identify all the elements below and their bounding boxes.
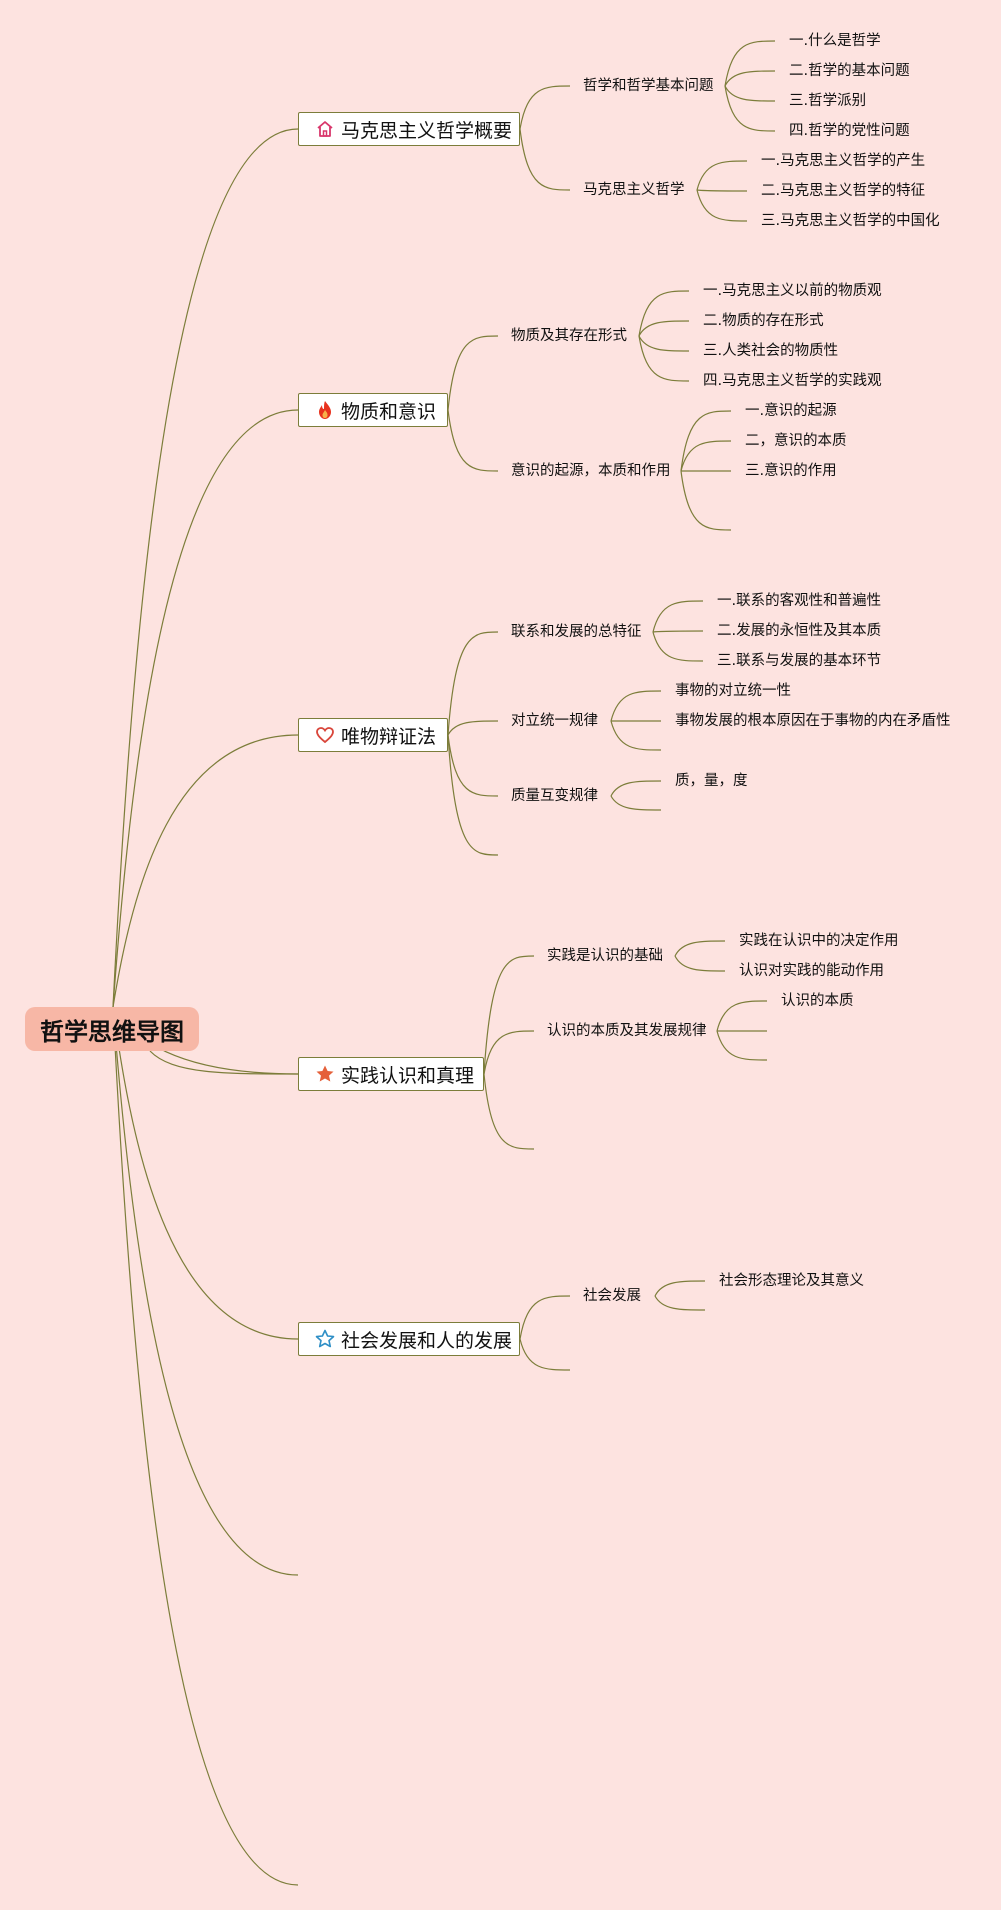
root-branch-line [112,128,299,1008]
star-filled-icon [315,1064,335,1084]
leaf-line [724,70,776,87]
subtopic-label[interactable]: 认识的本质及其发展规律 [547,1023,707,1039]
leaf-line [696,189,748,222]
leaf-line [696,160,748,191]
root-node[interactable]: 哲学思维导图 [25,1007,199,1051]
leaf-line [716,1000,768,1032]
leaf-line [674,955,726,972]
leaf-line [638,335,690,382]
leaf-label[interactable]: 三.哲学派别 [789,93,867,109]
topic-node[interactable]: 实践认识和真理 [298,1057,484,1091]
subtopic-line [447,409,499,472]
leaf-label[interactable]: 三.人类社会的物质性 [703,343,839,359]
leaf-line [654,1280,706,1297]
subtopic-line [519,1338,571,1371]
subtopic-label[interactable]: 马克思主义哲学 [583,182,685,198]
leaf-line [610,720,662,751]
leaf-line [610,780,662,797]
leaf-line [680,410,732,472]
leaf-label[interactable]: 四.哲学的党性问题 [789,123,910,139]
leaf-label[interactable]: 认识的本质 [781,993,854,1009]
leaf-label[interactable]: 二，意识的本质 [745,433,847,449]
leaf-label[interactable]: 一.意识的起源 [745,403,837,419]
leaf-label[interactable]: 二.哲学的基本问题 [789,63,910,79]
leaf-line [638,290,690,337]
subtopic-line [447,720,499,736]
root-branch-line [149,1050,299,1075]
root-branch-line [112,1006,299,1886]
subtopic-label[interactable]: 实践是认识的基础 [547,948,663,964]
subtopic-label[interactable]: 质量互变规律 [511,788,598,804]
subtopic-label[interactable]: 物质及其存在形式 [511,328,627,344]
leaf-label[interactable]: 二.发展的永恒性及其本质 [717,623,882,639]
topic-label: 唯物辩证法 [341,725,437,748]
leaf-label[interactable]: 社会形态理论及其意义 [719,1273,864,1289]
leaf-label[interactable]: 二.马克思主义哲学的特征 [761,183,926,199]
subtopic-label[interactable]: 意识的起源，本质和作用 [511,463,671,479]
leaf-line [716,1030,768,1061]
leaf-line [652,630,704,633]
leaf-label[interactable]: 三.马克思主义哲学的中国化 [761,213,940,229]
subtopic-line [483,1073,535,1150]
topic-node[interactable]: 社会发展和人的发展 [298,1322,520,1356]
root-branch-line [112,409,299,1008]
leaf-label[interactable]: 一.马克思主义以前的物质观 [703,283,882,299]
subtopic-label[interactable]: 对立统一规律 [511,713,598,729]
leaf-label[interactable]: 一.联系的客观性和普遍性 [717,593,882,609]
subtopic-label[interactable]: 哲学和哲学基本问题 [583,78,714,94]
topic-node[interactable]: 物质和意识 [298,393,448,427]
star-outline-icon [315,1329,335,1349]
leaf-label[interactable]: 二.物质的存在形式 [703,313,824,329]
house-icon [315,119,335,139]
leaf-label[interactable]: 实践在认识中的决定作用 [739,933,899,949]
subtopic-line [519,1295,571,1340]
leaf-line [638,335,690,352]
leaf-line [724,85,776,102]
leaf-line [696,189,748,192]
flame-icon [315,400,335,420]
subtopic-line [483,955,535,1075]
leaf-label[interactable]: 四.马克思主义哲学的实践观 [703,373,882,389]
leaf-line [680,470,732,531]
leaf-line [638,320,690,337]
topic-label: 马克思主义哲学概要 [341,119,513,142]
leaf-label[interactable]: 一.什么是哲学 [789,33,881,49]
leaf-label[interactable]: 质，量，度 [675,773,748,789]
subtopic-line [447,335,499,411]
subtopic-label[interactable]: 联系和发展的总特征 [511,624,642,640]
subtopic-line [447,734,499,797]
root-branch-line [112,1006,299,1340]
leaf-line [674,940,726,957]
subtopic-line [483,1030,535,1075]
topic-label: 实践认识和真理 [341,1064,475,1087]
topic-node[interactable]: 马克思主义哲学概要 [298,112,520,146]
leaf-line [610,795,662,811]
leaf-line [724,40,776,87]
leaf-label[interactable]: 一.马克思主义哲学的产生 [761,153,926,169]
leaf-line [652,600,704,633]
leaf-line [652,631,704,662]
leaf-label[interactable]: 三.联系与发展的基本环节 [717,653,882,669]
topic-label: 物质和意识 [341,400,437,423]
leaf-label[interactable]: 事物发展的根本原因在于事物的内在矛盾性 [675,713,951,729]
leaf-line [680,440,732,472]
subtopic-label[interactable]: 社会发展 [583,1288,641,1304]
topic-label: 社会发展和人的发展 [341,1329,513,1352]
leaf-line [724,85,776,132]
root-branch-line [112,734,299,1008]
subtopic-line [519,85,571,130]
root-branch-line [112,1006,299,1576]
subtopic-line [447,631,499,736]
leaf-label[interactable]: 三.意识的作用 [745,463,837,479]
subtopic-line [447,734,499,856]
heart-icon [315,725,335,745]
leaf-label[interactable]: 认识对实践的能动作用 [739,963,884,979]
subtopic-line [519,128,571,191]
leaf-line [654,1295,706,1311]
leaf-line [610,690,662,722]
leaf-label[interactable]: 事物的对立统一性 [675,683,791,699]
topic-node[interactable]: 唯物辩证法 [298,718,448,752]
